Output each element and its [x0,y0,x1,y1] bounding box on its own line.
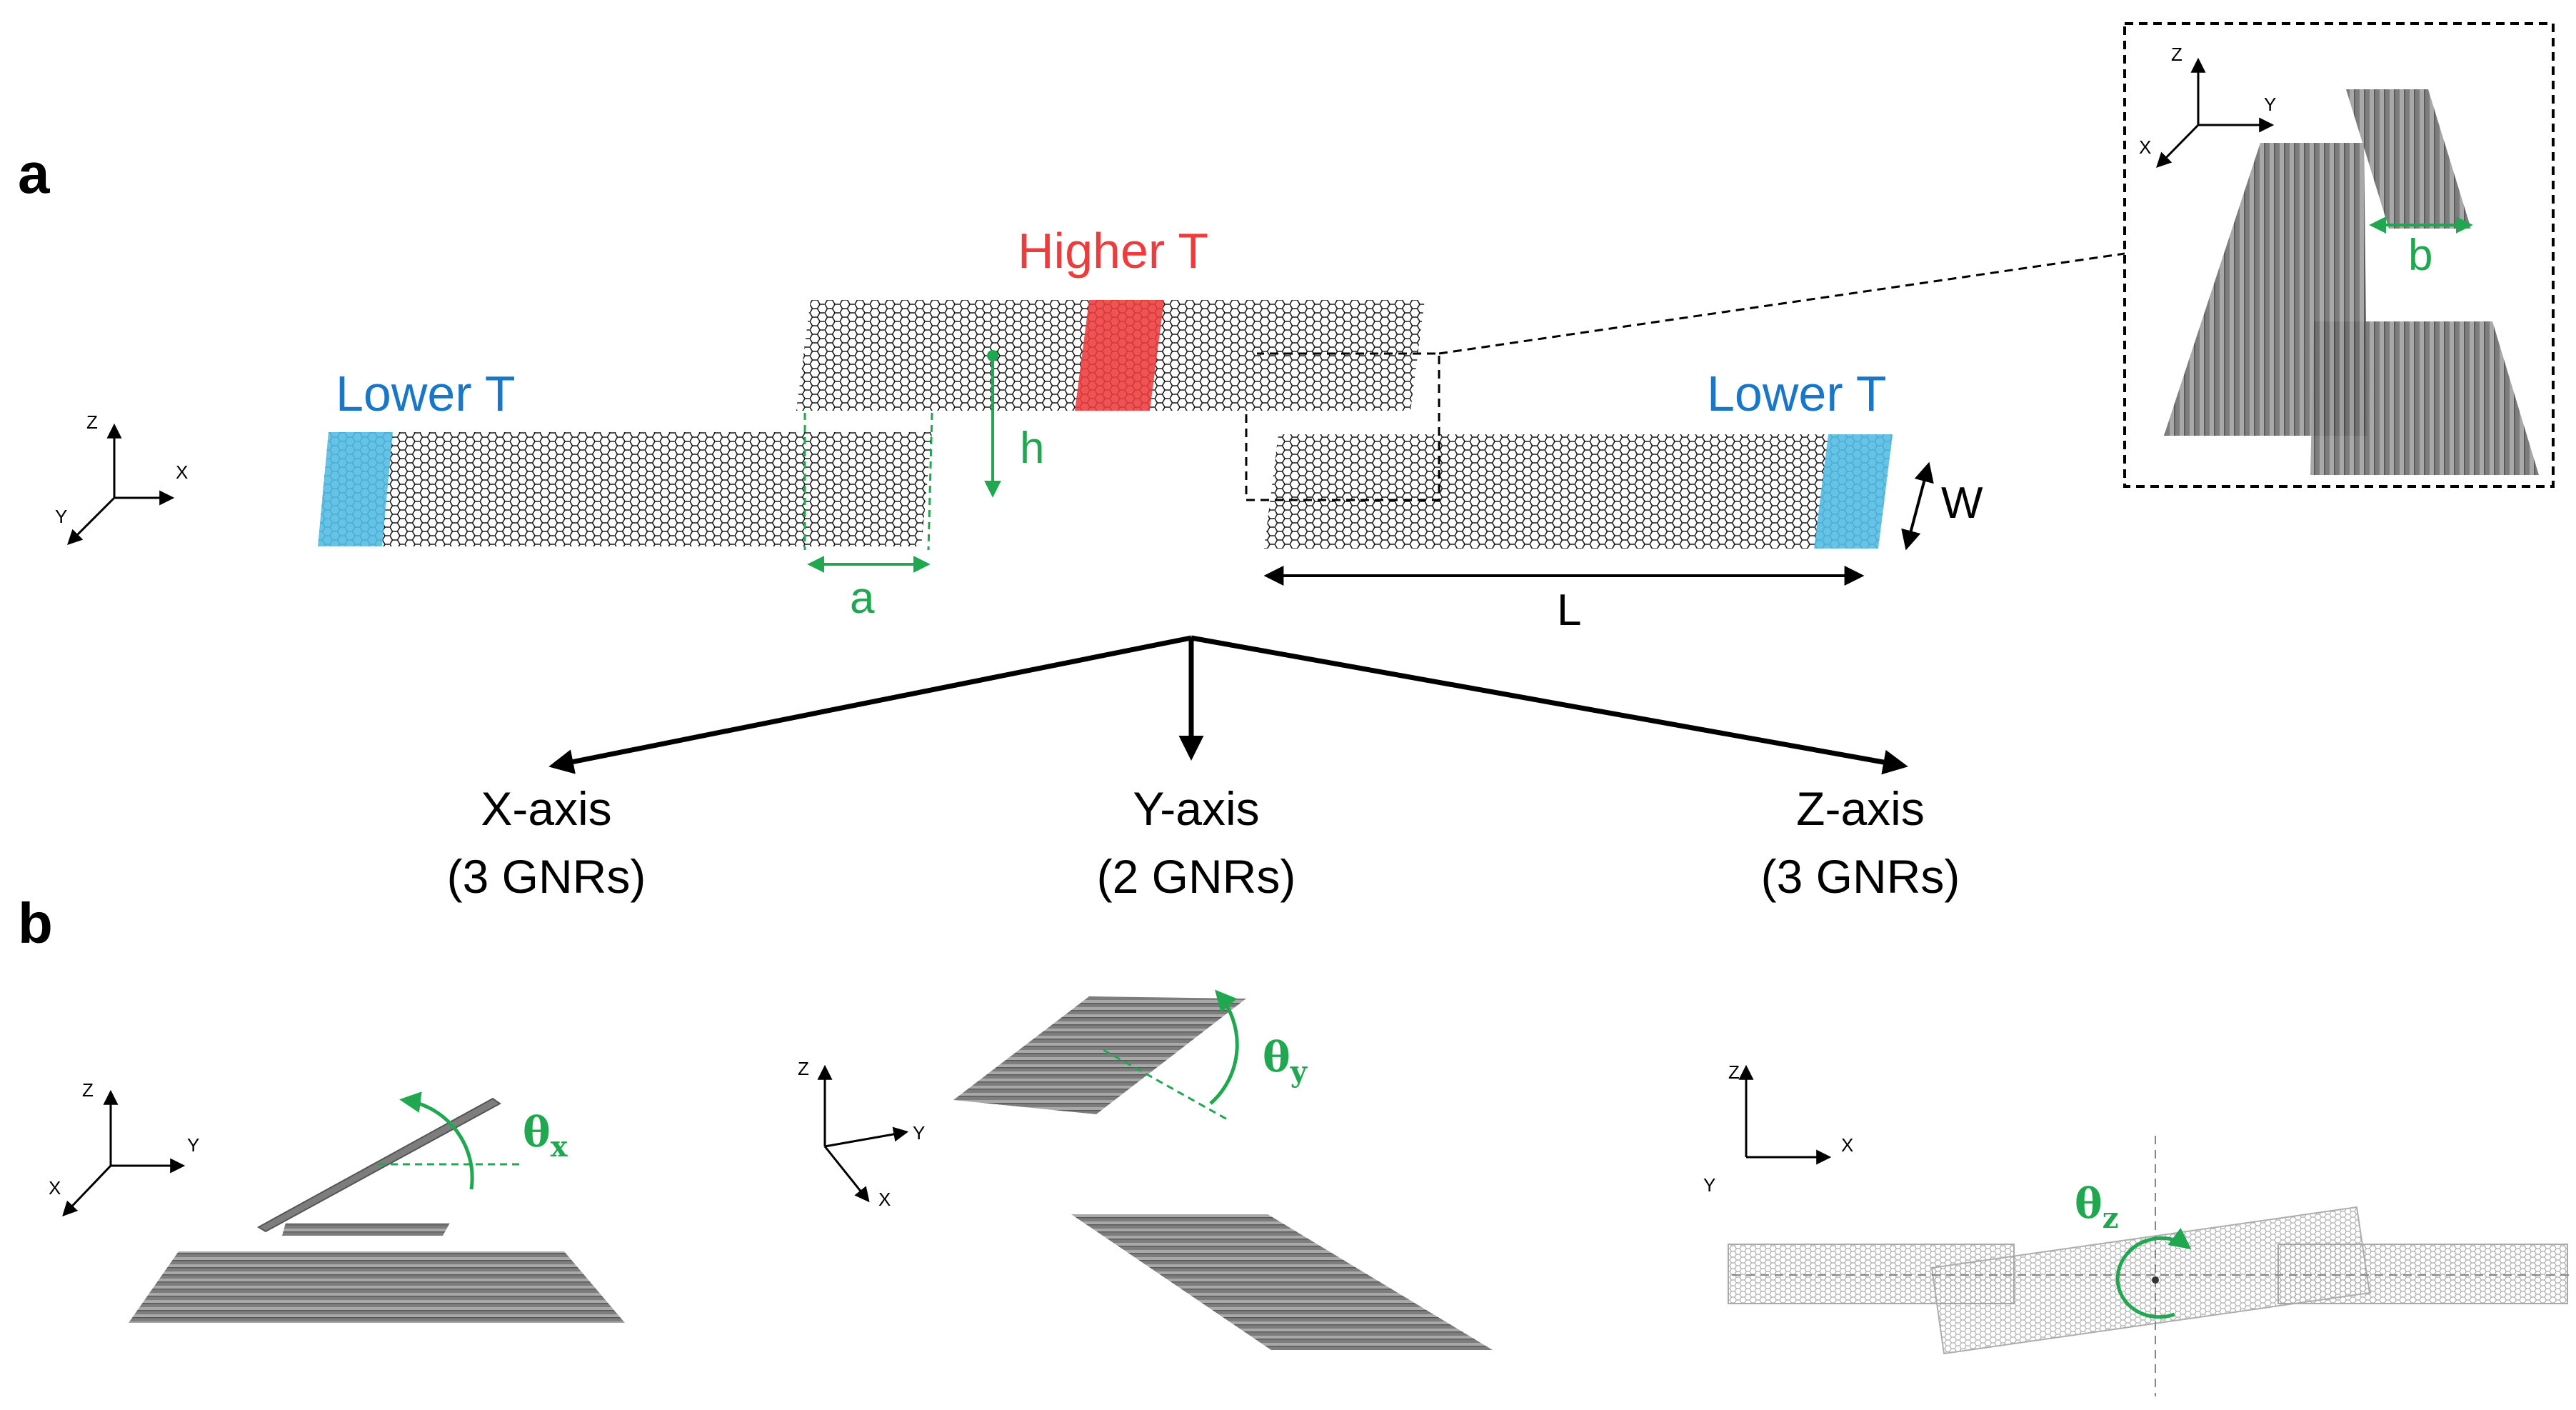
branch-z-axis: Z-axis [1796,782,1925,835]
dim-h-arrow [984,350,1001,498]
branch-y-axis: Y-axis [1133,782,1259,835]
dim-a-arrow [803,412,933,573]
gnr-right [1264,434,1893,549]
inset-axis-label-z: Z [2171,44,2182,65]
z-rotation-view: Z X Y [1703,1061,2571,1396]
lower-t-label-left: Lower T [336,366,516,421]
theta-x-label: θx [523,1108,568,1164]
branch-y-count: (2 GNRs) [1097,850,1296,903]
zrot-ribbon-rotated [1930,1206,2371,1355]
branch-z: Z-axis (3 GNRs) [1761,782,1960,903]
panel-label-a: a [18,141,50,205]
dim-a-label: a [850,574,875,623]
theta-y-label: θy [1263,1033,1308,1089]
zrot-axis-label-x: X [1841,1134,1853,1156]
lower-t-label-right: Lower T [1707,366,1887,421]
axes-z-rotation [1738,1064,1832,1165]
dim-l-label: L [1557,586,1581,635]
dim-w-arrow [1901,461,1934,551]
branch-z-count: (3 GNRs) [1761,850,1960,903]
inset-view: Z Y X [2123,22,2555,488]
yrot-axis-label-z: Z [798,1058,809,1079]
gnr-left [318,432,932,546]
y-axis-arrow [67,496,116,545]
xrot-ribbon-middle [282,1223,450,1236]
zrot-axis-label-y: Y [1703,1174,1715,1196]
branch-x-count: (3 GNRs) [447,850,646,903]
branch-x: X-axis (3 GNRs) [447,782,646,903]
x-rotation-view: Z Y X [49,1079,625,1323]
xrot-axis-label-z: Z [82,1079,94,1101]
hot-region [1075,300,1164,411]
axis-label-x: X [176,461,188,483]
branch-arrows [548,635,1908,775]
cold-region-left [318,432,393,546]
xrot-ribbon-bottom [129,1251,625,1323]
axis-label-y: Y [55,506,67,527]
yrot-ribbon-top [953,996,1246,1114]
inset-ribbon-bottom [2310,321,2539,475]
dim-b-label: b [2408,231,2432,280]
gnr-top [796,300,1425,411]
inset-ribbon-top [2346,89,2471,229]
axes-y-rotation [817,1064,909,1203]
branch-y: Y-axis (2 GNRs) [1097,782,1296,903]
axes-main [67,423,175,545]
higher-t-label: Higher T [1018,223,1208,279]
zrot-axis-label-z: Z [1728,1061,1740,1083]
cold-region-right [1814,434,1893,549]
panel-label-b: b [18,891,53,955]
axes-x-rotation [62,1089,186,1217]
zoom-callout [1245,252,2125,501]
axis-label-z: Z [86,411,98,433]
y-rotation-view: Z Y X [798,989,1493,1350]
xrot-axis-label-y: Y [187,1134,199,1156]
dim-h-label: h [1020,424,1044,473]
theta-z-label: θz [2075,1179,2118,1235]
dim-w-label: W [1941,479,1983,528]
axes-inset [2156,57,2275,168]
inset-axis-label-x: X [2139,136,2151,158]
yrot-axis-label-y: Y [913,1122,925,1144]
xrot-axis-label-x: X [49,1177,61,1199]
yrot-axis-label-x: X [878,1189,891,1210]
inset-axis-label-y: Y [2264,94,2276,115]
yrot-ribbon-bottom [1071,1214,1493,1350]
branch-x-axis: X-axis [481,782,611,835]
